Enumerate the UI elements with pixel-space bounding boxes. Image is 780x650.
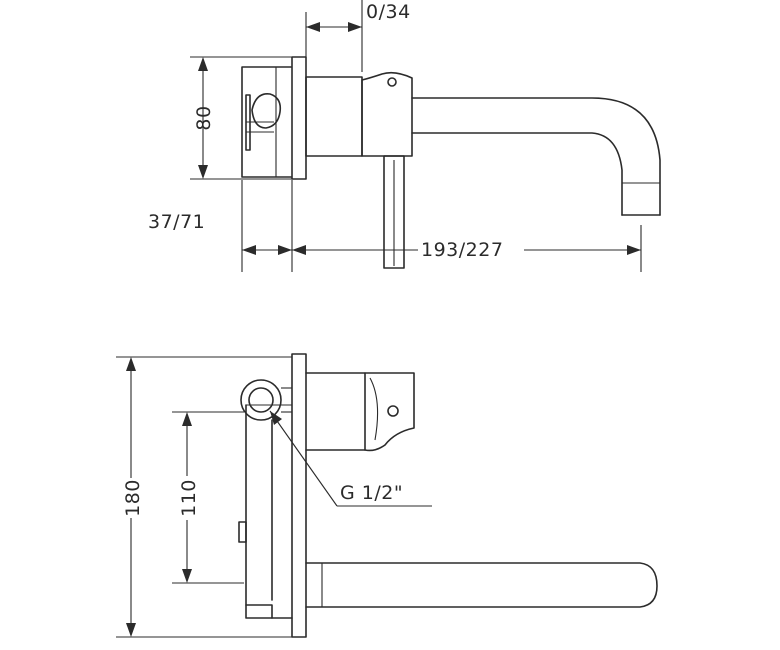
top-cartridge (251, 93, 282, 129)
inlet-fitting-inner (248, 387, 274, 413)
dim-left-37-71: 37/71 (148, 211, 205, 233)
front-lever (364, 372, 415, 452)
top-lever-head (361, 71, 413, 157)
top-lever-handle (383, 155, 405, 269)
top-spout-upper (411, 97, 661, 216)
front-body (305, 372, 366, 451)
front-spout (305, 562, 658, 608)
dim-height-180: 180 (122, 479, 144, 517)
thread-leader-line (269, 410, 338, 507)
top-spout-lower (411, 132, 623, 216)
top-body-cylinder (305, 76, 363, 157)
inlet-fitting-outer (240, 379, 282, 421)
dim-top-0-34: 0/34 (366, 1, 411, 23)
front-wall-plate (291, 353, 307, 638)
dim-height-80: 80 (193, 105, 215, 130)
top-wall-plate (291, 56, 307, 180)
front-view: 180 110 G 1/2" (116, 353, 658, 638)
dim-inner-110: 110 (178, 479, 200, 517)
front-lever-screw (387, 405, 399, 417)
front-rear-body (245, 404, 293, 619)
top-view: 80 0/34 37/71 193/227 (148, 0, 661, 272)
thread-label: G 1/2" (340, 482, 403, 504)
top-rear-body (241, 66, 292, 178)
dim-length-193-227: 193/227 (421, 239, 503, 261)
